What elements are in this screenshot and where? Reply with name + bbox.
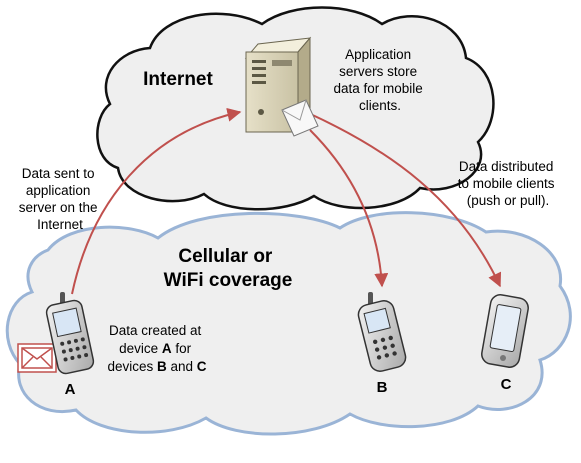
phone-b-icon	[357, 292, 407, 372]
device-b-label: B	[377, 379, 388, 396]
server-note: Application servers store data for mobil…	[333, 47, 426, 113]
mail-icon	[17, 343, 57, 373]
device-a-label: A	[65, 381, 76, 398]
internet-title: Internet	[143, 69, 213, 90]
envelope-icon	[281, 99, 319, 137]
created-annotation: Data created at device A for devices B a…	[107, 323, 206, 374]
phone-c-icon	[481, 294, 529, 368]
arrow-server-to-b	[309, 129, 389, 288]
coverage-cloud	[5, 211, 572, 436]
arrow-server-to-c	[305, 111, 502, 288]
sent-annotation: Data sent to application server on the I…	[19, 166, 102, 232]
distributed-annotation: Data distributed to mobile clients (push…	[458, 159, 559, 208]
device-c-label: C	[501, 376, 512, 393]
coverage-title: Cellular or WiFi coverage	[164, 246, 293, 291]
phone-a-icon	[45, 292, 95, 375]
arrow-a-to-server	[71, 107, 242, 295]
